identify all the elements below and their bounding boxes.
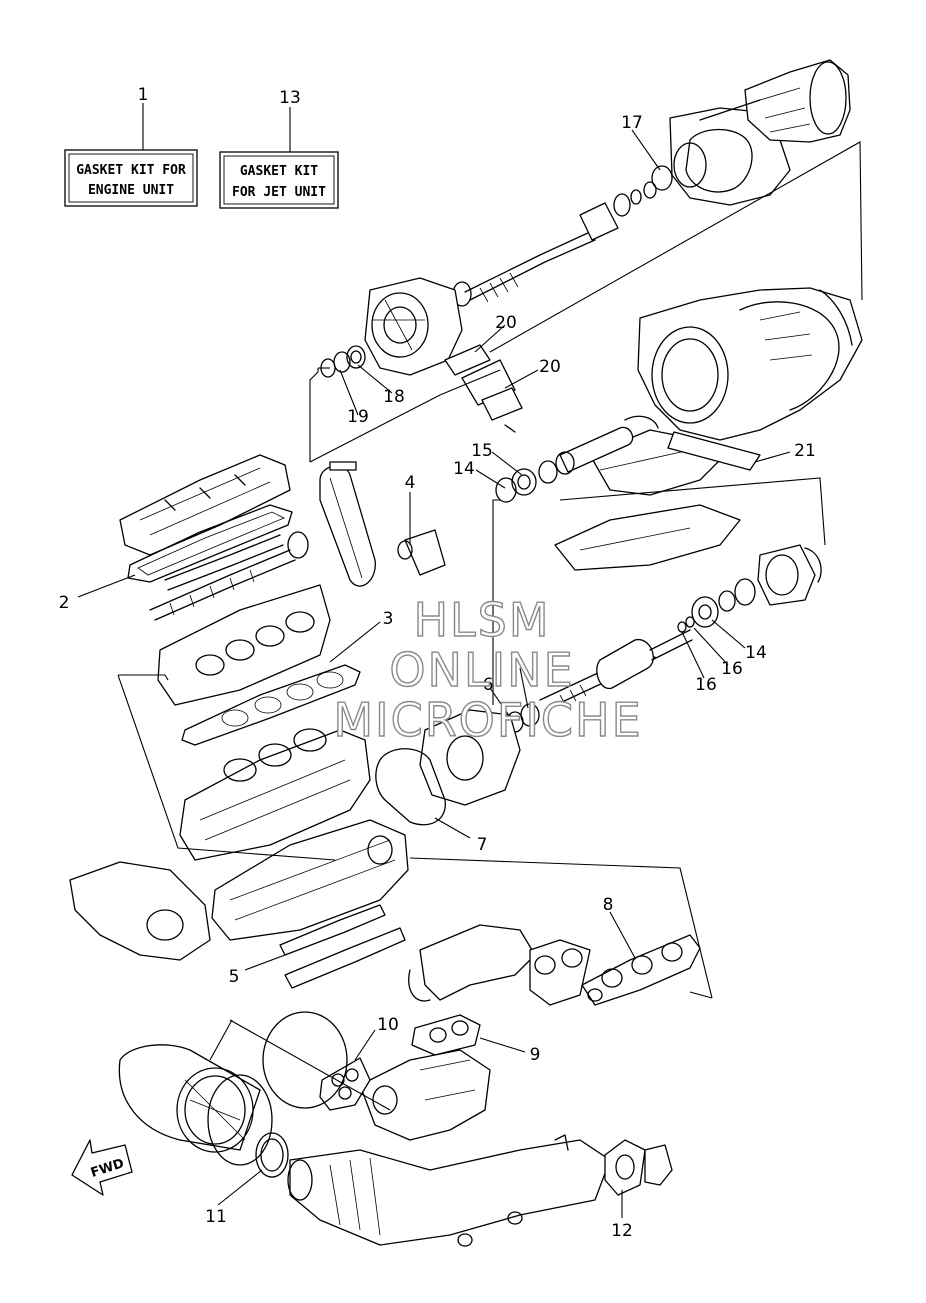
callout-numbers: 1 13 2 3 4 5 6 7 8 9 10 11 12 14 14 15 1… (59, 85, 816, 1241)
callout-9: 9 (530, 1045, 541, 1065)
bearing-housing (677, 544, 822, 633)
duct-rings-15 (495, 415, 659, 503)
jet-pump-housing (669, 59, 851, 206)
intermediate-housing (364, 277, 463, 376)
callout-4: 4 (405, 473, 416, 493)
callout-1: 1 (138, 85, 149, 105)
seals-18-19 (320, 345, 366, 378)
callout-7: 7 (477, 835, 488, 855)
watermark-line2: ONLINE (389, 643, 574, 697)
exhaust-gasket-8 (581, 934, 701, 1006)
exhaust-pipe-lower (287, 1134, 611, 1247)
exhaust-manifold (408, 924, 591, 1006)
timing-chain (319, 461, 376, 587)
callout-3: 3 (383, 609, 394, 629)
kit-engine-line1: GASKET KIT FOR (76, 163, 186, 178)
kit-jet-line2: FOR JET UNIT (232, 185, 326, 200)
clamp-ring (207, 1011, 348, 1166)
head-gasket-3 (181, 664, 361, 746)
gasket-12 (604, 1139, 673, 1196)
callout-18: 18 (383, 387, 405, 407)
gasket-10 (319, 1057, 371, 1111)
tensioner-4 (397, 529, 446, 576)
camshafts (149, 531, 309, 621)
watermark: HLSM ONLINE MICROFICHE (333, 592, 642, 747)
kit-engine-line2: ENGINE UNIT (88, 183, 174, 198)
callout-leaders (77, 103, 791, 1218)
watermark-line3: MICROFICHE (333, 693, 642, 747)
callout-15: 15 (471, 441, 493, 461)
callout-11: 11 (205, 1207, 227, 1227)
callout-14-upper: 14 (453, 459, 475, 479)
callout-16-right: 16 (721, 659, 743, 679)
callout-8: 8 (603, 895, 614, 915)
side-cover-left (69, 861, 211, 961)
callout-12: 12 (611, 1221, 633, 1241)
cylinder-head-cover (119, 454, 291, 556)
gaskets-20 (444, 344, 523, 433)
cylinder-block (179, 728, 371, 861)
muffler (118, 1044, 261, 1153)
callout-13: 13 (279, 88, 301, 108)
oring-17 (651, 165, 673, 191)
cylinder-head (157, 584, 331, 706)
crankcase (211, 819, 409, 941)
callout-5: 5 (229, 967, 240, 987)
gasket-9 (411, 1014, 481, 1056)
gasket-kit-jet-box[interactable]: GASKET KIT FOR JET UNIT (219, 151, 339, 209)
grouping-lines (117, 141, 863, 1111)
kit-jet-line1: GASKET KIT (240, 164, 318, 179)
callout-19: 19 (347, 407, 369, 427)
jet-housing-large (637, 287, 863, 441)
drive-shaft-lower (539, 629, 693, 711)
callout-17: 17 (621, 113, 643, 133)
gasket-11 (255, 1132, 289, 1178)
callout-20-lower: 20 (539, 357, 561, 377)
gasket-kit-engine-box[interactable]: GASKET KIT FOR ENGINE UNIT (64, 149, 198, 207)
callout-6: 6 (483, 675, 494, 695)
exhaust-pipe-mid (359, 1049, 491, 1141)
callout-20-upper: 20 (495, 313, 517, 333)
gasket-2 (127, 504, 293, 583)
callout-10: 10 (377, 1015, 399, 1035)
fwd-direction-arrow: FWD (71, 1139, 133, 1196)
crankcase-cover (419, 709, 521, 806)
watermark-line1: HLSM (413, 593, 550, 647)
callout-14-lower: 14 (745, 643, 767, 663)
callout-16-left: 16 (695, 675, 717, 695)
impeller-shaft-upper (452, 181, 657, 307)
callout-2: 2 (59, 593, 70, 613)
callout-21: 21 (794, 441, 816, 461)
